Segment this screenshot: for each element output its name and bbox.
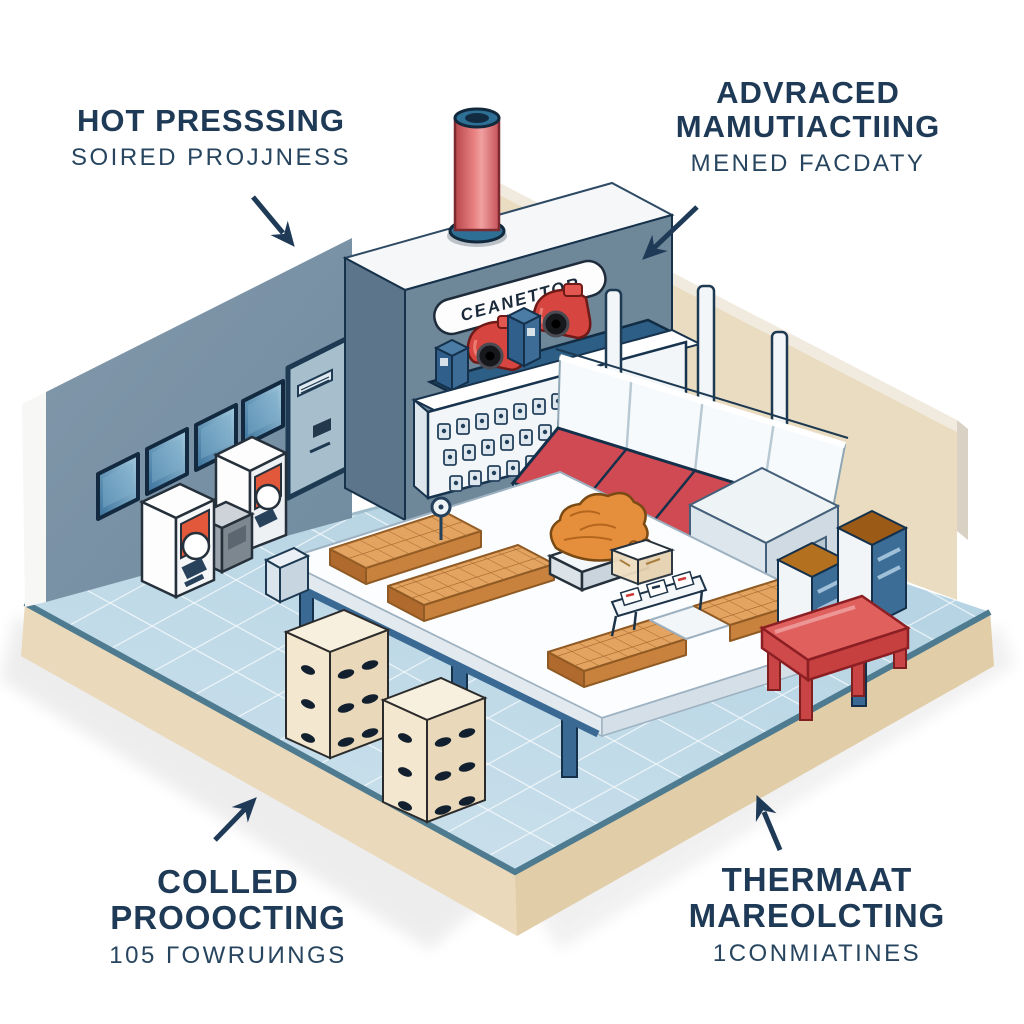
annotation-advanced-manufacturing: ADVRACED MAMUTIACTIING MENED FACDATY	[630, 76, 986, 178]
arrow-top-left	[251, 195, 295, 247]
annotation-subtitle: MENED FACDATY	[690, 150, 926, 177]
annotation-title: ADVRACED	[716, 75, 900, 110]
wall-gauge	[430, 496, 452, 540]
label-rack	[610, 570, 708, 637]
wall-door	[285, 335, 351, 501]
brick-tray	[387, 544, 555, 622]
annotation-hot-pressing: HOT PRESSSING SOIRED PROJJNESS	[28, 104, 394, 172]
brick-tray	[329, 511, 482, 585]
blue-crate	[505, 306, 543, 368]
annotation-thermal-marketing: THERMAAT MAREOLCTING 1CONMIATINES	[628, 862, 1006, 968]
annotation-title: PROOOCTING	[110, 899, 346, 936]
annotation-title: COLLED	[157, 863, 299, 900]
annotation-title: THERMAAT	[721, 861, 913, 898]
annotation-cold-producting: COLLED PROOOCTING 105 ГOWRUИNGS	[40, 864, 416, 970]
annotation-arrows	[213, 195, 783, 851]
annotation-title: HOT PRESSSING	[77, 103, 345, 138]
arrow-bottom-left	[213, 797, 257, 842]
arrow-bottom-right	[755, 794, 783, 851]
annotation-subtitle: 1CONMIATINES	[712, 940, 922, 967]
annotation-title: MAREOLCTING	[688, 897, 946, 934]
arrow-top-right	[642, 205, 699, 260]
red-bench	[759, 509, 911, 721]
drawer-cabinet	[380, 676, 488, 824]
blue-crate	[433, 338, 471, 392]
machine-station-front	[139, 482, 217, 599]
annotation-title: MAMUTIACTIING	[675, 109, 941, 144]
drawer-cabinet	[283, 608, 391, 760]
annotation-subtitle: 105 ГOWRUИNGS	[109, 942, 347, 969]
parts-crate	[608, 538, 676, 586]
annotation-subtitle: SOIRED PROJJNESS	[70, 144, 352, 171]
side-cart	[263, 546, 311, 604]
chimney	[448, 107, 506, 244]
